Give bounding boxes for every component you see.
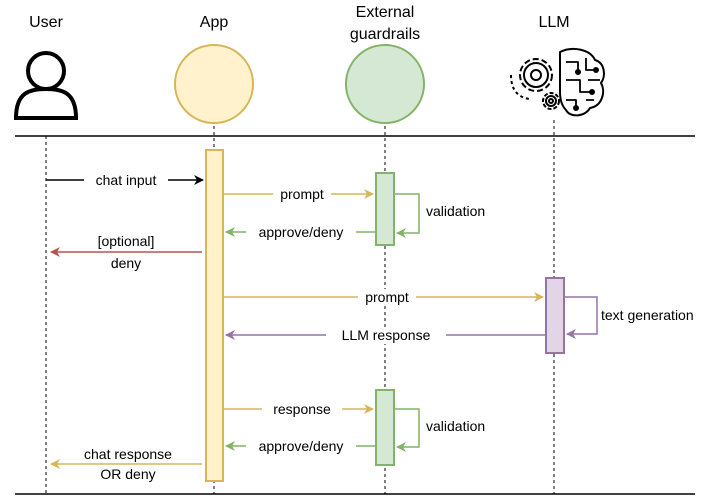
approve-deny-label-1: approve/deny [246,224,356,241]
text-generation-self-arrow [564,296,598,339]
llm-activation-bar [545,277,565,354]
app-activation-bar [205,149,224,482]
guardrails-title-line1: External [355,4,415,21]
chat-input-label: chat input [84,172,168,189]
response-label: response [262,401,342,418]
user-title: User [29,14,63,31]
validation-label-1: validation [426,203,486,219]
user-icon [13,51,79,120]
chat-response-label-line2: OR deny [80,466,176,483]
guardrails-activation-bar-1 [375,172,395,246]
app-participant-circle [174,44,254,124]
llm-response-label: LLM response [326,327,446,344]
validation-self-arrow-2 [394,408,420,452]
guardrails-activation-bar-2 [375,389,395,466]
validation-label-2: validation [426,418,486,434]
optional-deny-label-line1: [optional] [84,233,168,250]
prompt-to-guardrails-label: prompt [273,186,331,203]
llm-brain-gear-icon [510,47,605,117]
guardrails-title-line2: guardrails [349,26,421,43]
prompt-to-llm-label: prompt [358,289,416,306]
optional-deny-label-line2: deny [94,255,158,272]
llm-title: LLM [538,14,570,31]
chat-response-label-line1: chat response [70,446,186,463]
guardrails-participant-circle [345,44,425,124]
approve-deny-label-2: approve/deny [246,438,356,455]
app-title: App [199,14,229,31]
validation-self-arrow-1 [394,193,420,238]
text-generation-label: text generation [601,307,694,323]
